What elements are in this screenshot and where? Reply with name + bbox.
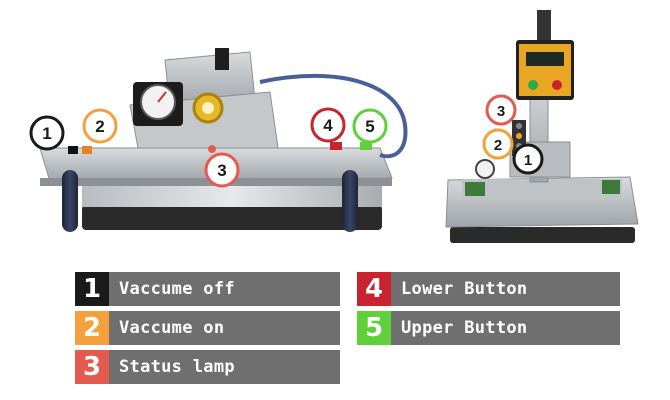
legend-item-5: 5 Upper Button [357,311,620,345]
svg-text:2: 2 [494,137,502,154]
legend-label-1: Vaccume off [119,279,235,299]
svg-text:4: 4 [323,116,333,135]
legend-item-1: 1 Vaccume off [75,272,340,306]
legend-number-4: 4 [357,272,391,306]
legend-label-5: Upper Button [401,318,528,338]
legend-number-1: 1 [75,272,109,306]
svg-text:1: 1 [42,124,51,143]
vacuum-hose [259,74,408,159]
side-marker-1: 1 [512,143,544,175]
legend-label-3: Status lamp [119,357,235,377]
side-base-pad [450,227,635,243]
legend-number-5: 5 [357,311,391,345]
svg-text:1: 1 [524,152,532,169]
legend-item-4: 4 Lower Button [357,272,620,306]
legend-item-2: 2 Vaccume on [75,311,340,345]
svg-text:2: 2 [95,117,104,136]
side-marker-2: 2 [482,128,514,160]
marker-2: 2 [82,108,118,144]
svg-text:5: 5 [365,117,374,136]
right-handle [342,170,358,232]
marker-3: 3 [204,152,240,188]
marker-5: 5 [352,108,388,144]
device-front-view: 1 2 3 4 5 [29,48,408,232]
svg-text:3: 3 [217,161,226,180]
legend-number-3: 3 [75,350,109,384]
legend-number-2: 2 [75,311,109,345]
base-plate [82,185,382,207]
base-pad [82,205,382,230]
legend-item-3: 3 Status lamp [75,350,340,384]
left-handle [62,170,78,232]
svg-text:3: 3 [497,103,505,120]
device-side-view: 3 2 1 [445,10,639,243]
side-marker-3: 3 [485,94,517,126]
marker-1: 1 [29,115,65,151]
legend-label-4: Lower Button [401,279,528,299]
marker-4: 4 [310,107,346,143]
legend-label-2: Vaccume on [119,318,225,338]
